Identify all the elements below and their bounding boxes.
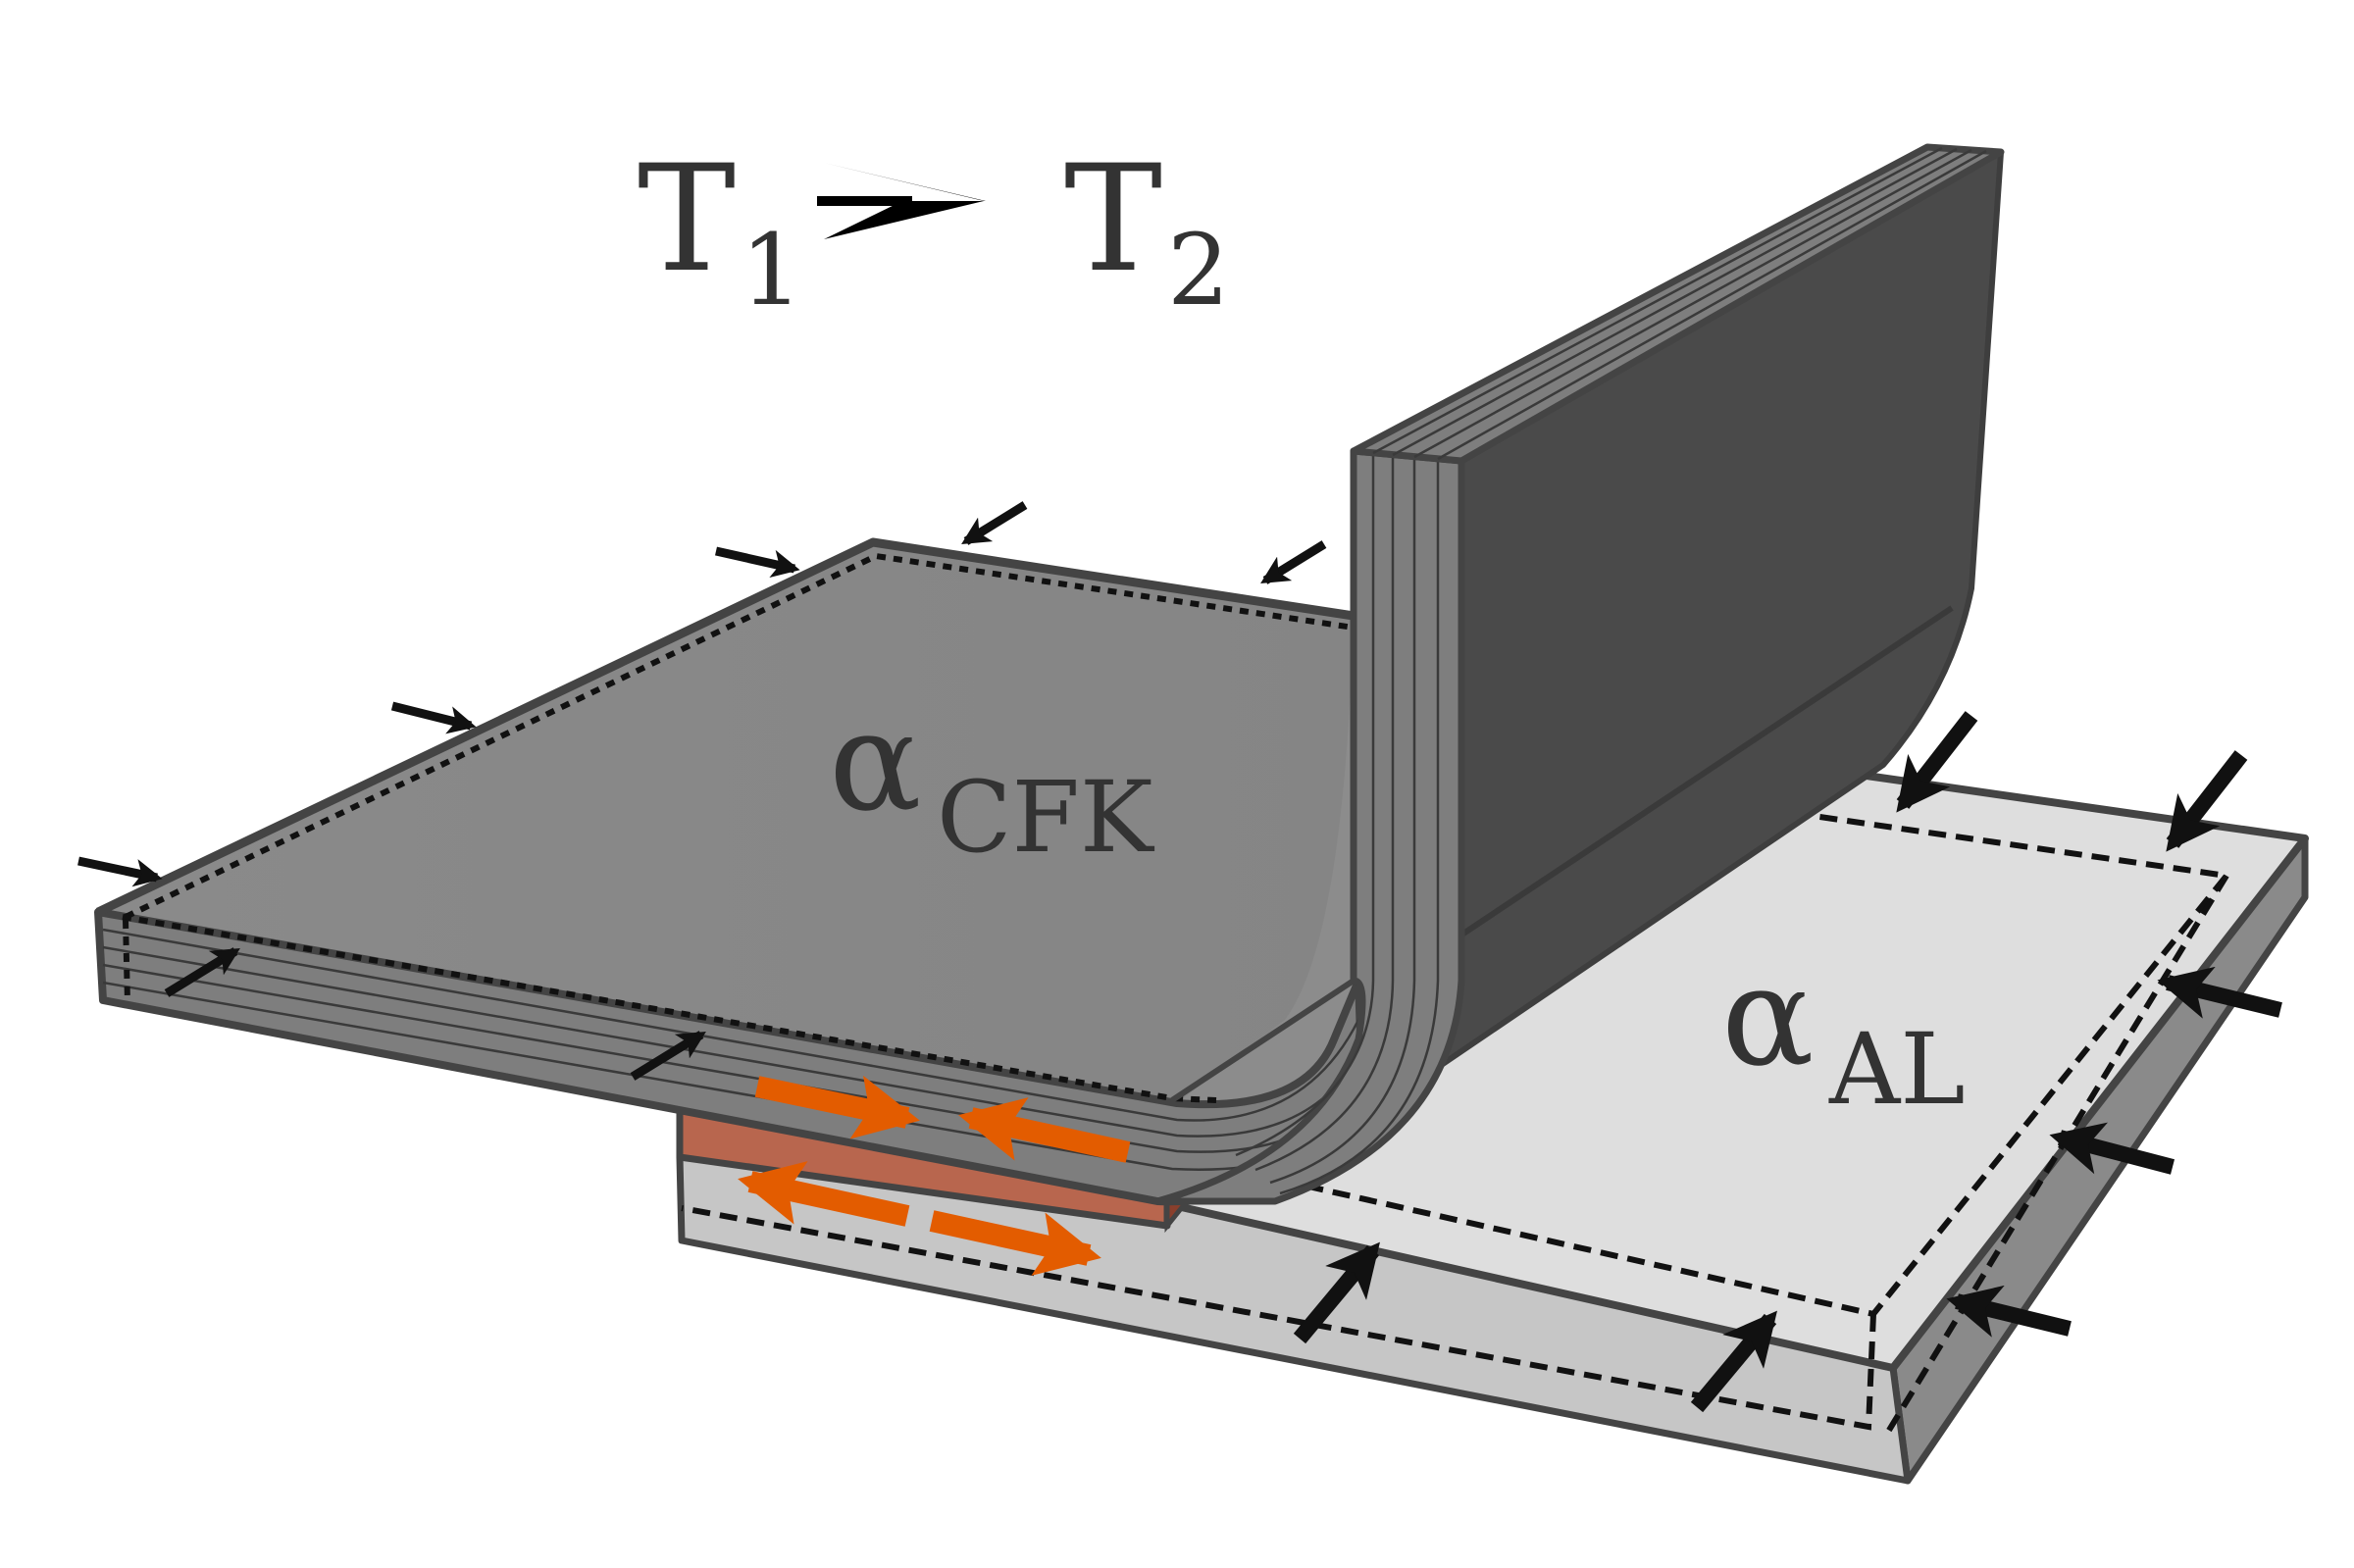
arrow-icon bbox=[2049, 1122, 2175, 1175]
arrow-right-head bbox=[824, 163, 986, 239]
arrow-icon bbox=[1293, 1241, 1380, 1344]
cfk-subscript: CFK bbox=[937, 760, 1155, 875]
temperature-change-title: T 1 T 2 bbox=[638, 134, 1230, 328]
arrow-icon bbox=[1946, 1285, 2072, 1338]
cfk-top-face bbox=[98, 542, 1354, 1103]
t2-subscript: 2 bbox=[1167, 213, 1230, 328]
shear-arrow-right-icon bbox=[929, 1210, 1101, 1276]
cfk-profile bbox=[94, 143, 2005, 1206]
cfk-label: α CFK bbox=[829, 683, 1155, 875]
al-expansion-arrows bbox=[1293, 711, 2282, 1413]
arrow-icon bbox=[164, 947, 240, 997]
t2-symbol: T bbox=[1064, 134, 1162, 305]
al-alpha: α bbox=[1721, 937, 1815, 1097]
arrow-icon bbox=[961, 501, 1028, 545]
arrow-icon bbox=[715, 546, 800, 578]
t1-symbol: T bbox=[638, 134, 736, 305]
shear-arrows bbox=[738, 1075, 1131, 1276]
shear-arrow-right-icon bbox=[754, 1075, 920, 1139]
arrow-icon bbox=[390, 701, 477, 734]
arrow-icon bbox=[2157, 966, 2282, 1019]
arrow-icon bbox=[630, 1031, 706, 1081]
cfk-wall-top bbox=[1350, 143, 2005, 465]
shear-arrow-left-icon bbox=[738, 1161, 910, 1227]
cfk-dotted-boundary bbox=[122, 552, 1355, 1103]
arrow-icon bbox=[1690, 1310, 1777, 1413]
arrow-icon bbox=[1896, 711, 1978, 813]
arrow-icon bbox=[2166, 750, 2248, 852]
cfk-contraction-arrows bbox=[77, 501, 1327, 1081]
al-subscript: AL bbox=[1828, 1012, 1966, 1127]
cfk-alpha: α bbox=[829, 683, 922, 842]
arrow-icon bbox=[1260, 540, 1327, 584]
al-top-face bbox=[677, 767, 2305, 1368]
al-label: α AL bbox=[1721, 937, 1966, 1127]
arrow-icon bbox=[77, 856, 163, 887]
al-dashed-boundary bbox=[681, 806, 2232, 1434]
shear-arrow-left-icon bbox=[958, 1097, 1131, 1163]
t1-subscript: 1 bbox=[741, 213, 803, 328]
cfk-wall-edge bbox=[1153, 447, 1465, 1205]
